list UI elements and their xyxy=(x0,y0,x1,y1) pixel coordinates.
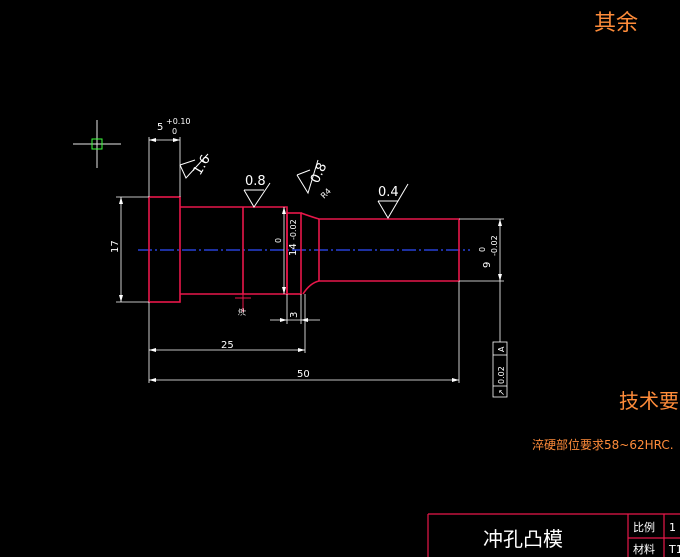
dim-shoulder-length: 25 xyxy=(221,340,234,351)
material-label: 材料 xyxy=(633,542,655,556)
scale-label: 比例 xyxy=(633,520,655,534)
part-outline xyxy=(148,196,460,303)
tol-shaft-upper: 0 xyxy=(274,238,283,243)
tol-shaft-lower: -0.02 xyxy=(289,219,298,240)
gtol-datum: A xyxy=(497,346,506,352)
gtol-value: 0.02 xyxy=(497,366,506,384)
tol-flange-width-upper: +0.10 xyxy=(166,117,191,126)
tol-flange-width-lower: 0 xyxy=(172,127,177,136)
roughness-symbol-flange xyxy=(179,153,209,179)
roughness-tip-value: 0.4 xyxy=(378,185,399,200)
roughness-shaft-value: 0.8 xyxy=(245,174,266,189)
title-block xyxy=(427,513,680,557)
tol-tip-lower: -0.02 xyxy=(490,235,499,256)
geometric-tolerance-frame xyxy=(492,341,508,398)
tol-tip-upper: 0 xyxy=(478,247,487,252)
quench-mark: 淬 xyxy=(235,290,251,316)
dim-flange-dia: 17 xyxy=(110,240,121,253)
quench-mark-label: 淬 xyxy=(237,308,247,316)
dimension-arrows xyxy=(119,138,502,382)
dim-step-length: 3 xyxy=(289,312,300,318)
gtol-symbol: ↗ xyxy=(497,389,506,396)
dim-overall-length: 50 xyxy=(297,369,310,380)
material-value: T1 xyxy=(668,543,680,556)
roughness-symbol-fillet xyxy=(296,159,319,195)
cursor-crosshair-icon xyxy=(73,120,121,168)
tech-requirements-line1: 淬硬部位要求58~62HRC. xyxy=(532,437,674,452)
tech-requirements-heading: 技术要 xyxy=(619,389,679,413)
dim-shaft-dia: 14 xyxy=(288,243,299,256)
scale-value: 1 xyxy=(669,521,676,534)
dim-fillet-radius: R4 xyxy=(319,187,333,201)
roughness-symbol-shaft xyxy=(243,182,271,208)
part-name: 冲孔凸模 xyxy=(483,527,563,551)
roughness-fillet-value: 0.8 xyxy=(308,161,330,186)
dim-tip-dia: 9 xyxy=(482,262,493,268)
roughness-symbol-tip xyxy=(377,183,409,219)
surface-note-label: 其余 xyxy=(594,11,638,36)
roughness-flange-value: 1.6 xyxy=(190,153,213,178)
dim-flange-width: 5 xyxy=(157,122,163,133)
